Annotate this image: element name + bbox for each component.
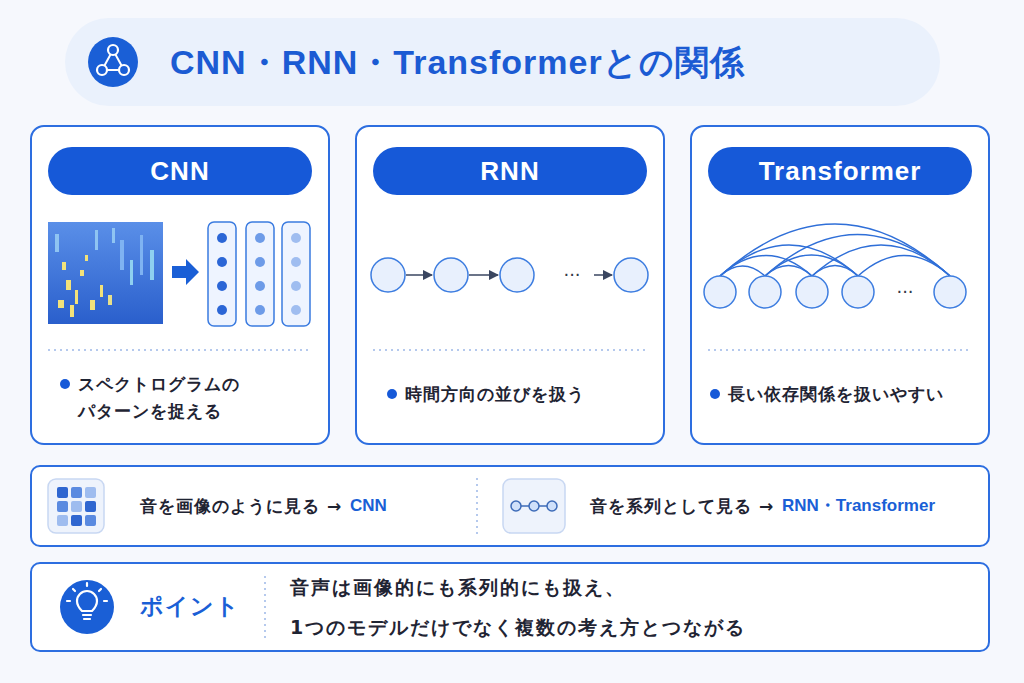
model-header: Transformer [708,147,972,195]
card-description: 時間方向の並びを扱う [405,381,655,408]
model-key: RNN・Transformer [782,495,935,517]
card-description: スペクトログラムの パターンを捉える [78,371,308,425]
network-icon-node [119,65,129,75]
view-text: 音を画像のように見る → [140,495,342,517]
view-text: 音を系列として見る → [590,495,774,517]
model-header: RNN [373,147,647,195]
model-name: CNN [150,156,209,187]
point-text: 音声は画像的にも系列的にも扱え、 1つのモデルだけでなく複数の考え方とつながる [290,567,890,647]
model-name: Transformer [759,156,922,187]
model-name: RNN [480,156,539,187]
title-bar [65,18,940,106]
ellipsis-label: ··· [896,282,913,302]
card-description: 長い依存関係を扱いやすい [728,381,978,408]
concept-card: スペクトログラムの パターンを捉える CNN [30,125,330,445]
view-band: 音を画像のように見る → CNN 音を系列として見る → RNN・Transforme… [30,465,990,547]
network-icon-node [97,65,107,75]
network-icon-lines [102,50,124,70]
model-key: CNN [350,495,387,517]
concept-card: 長い依存関係を扱いやすい Transformer [690,125,990,445]
point-box: ポイント 音声は画像的にも系列的にも扱え、 1つのモデルだけでなく複数の考え方とつ… [30,562,990,652]
network-icon-node [108,45,118,55]
concept-card: 時間方向の並びを扱う RNN [355,125,665,445]
ellipsis-label: ··· [563,265,580,285]
point-heading: ポイント [140,591,240,621]
diagram-title: CNN・RNN・Transformerとの関係 [170,42,745,82]
model-header: CNN [48,147,312,195]
title-icon [88,37,138,87]
